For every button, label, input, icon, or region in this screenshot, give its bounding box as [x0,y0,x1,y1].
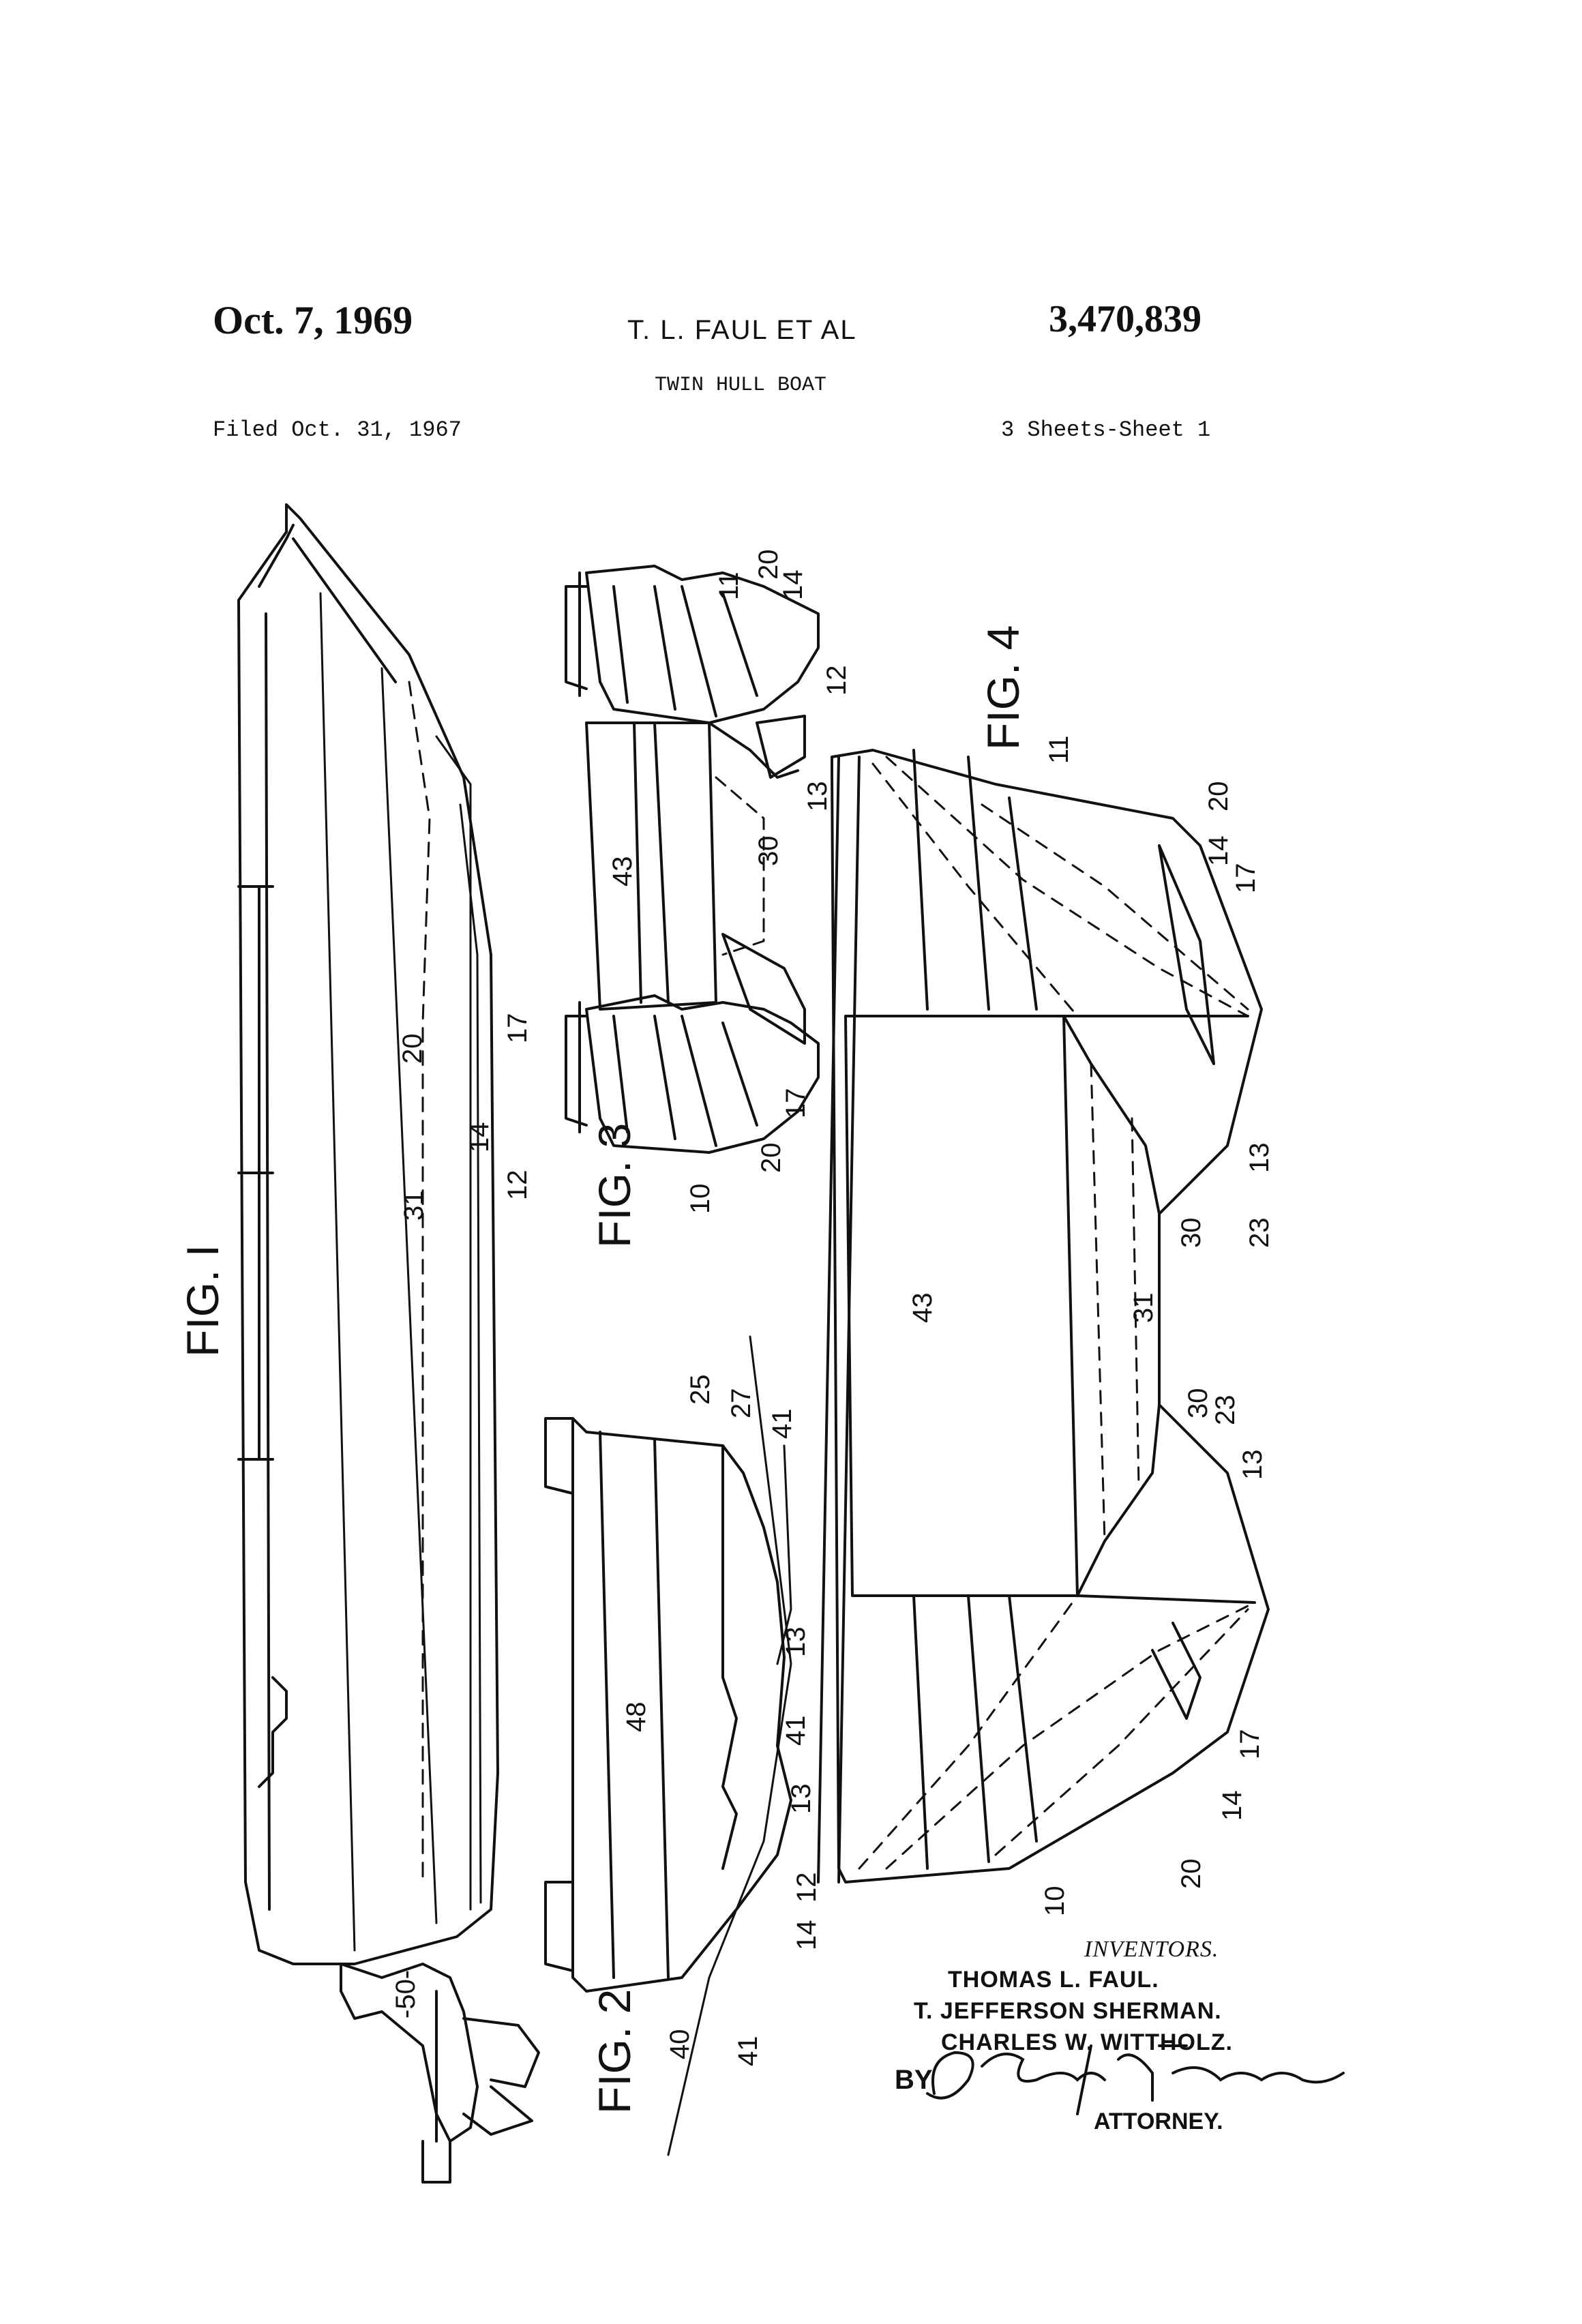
ref-20-fig4-bottom: 20 [1176,1859,1206,1890]
fig1-label: FIG. I [177,1245,228,1357]
ref-30-fig4-top: 30 [1176,1218,1206,1249]
ref-30-fig4-bottom: 30 [1183,1388,1213,1419]
ref-13-fig2-a: 13 [781,1627,811,1658]
ref-23-fig4-bottom: 23 [1210,1395,1240,1426]
attorney-signature-scrawl [927,2046,1343,2114]
attorney-label: ATTORNEY. [1094,2109,1223,2135]
ref-30-fig3: 30 [753,836,783,867]
ref-11-fig4: 11 [1044,735,1074,764]
ref-43-fig4: 43 [908,1293,938,1324]
ref-14-fig2: 14 [792,1920,822,1951]
inventor-name: THOMAS L. FAUL. [948,1967,1159,1993]
ref-12-fig1: 12 [503,1170,533,1201]
ref-50: -50- [391,1970,421,2018]
ref-41-fig2-mid: 41 [781,1716,811,1746]
fig3-label: FIG. 3 [589,1123,640,1248]
figure-labels: FIG. I FIG. 2 FIG. 3 FIG. 4 [177,625,1028,2114]
ref-17-fig1: 17 [503,1013,533,1044]
inventors-heading: INVENTORS. [1084,1937,1219,1963]
ref-14-fig4-top: 14 [1204,836,1234,867]
ref-11-fig3: 11 [714,571,744,600]
ref-27: 27 [726,1388,756,1419]
ref-23-fig4-top: 23 [1244,1218,1274,1249]
by-label: BY [895,2065,933,2096]
inventor-name: T. JEFFERSON SHERMAN. [914,1998,1222,2025]
ref-12-fig3: 12 [822,666,852,696]
ref-43-fig3: 43 [608,856,638,887]
ref-12-fig2: 12 [792,1873,822,1903]
ref-14-fig3: 14 [778,570,808,601]
ref-17-fig4-bottom: 17 [1235,1729,1265,1760]
ref-13-fig3: 13 [803,781,833,812]
ref-41-fig2-top: 41 [767,1409,797,1440]
ref-10-fig3: 10 [685,1184,715,1215]
ref-13-fig2-b: 13 [786,1784,816,1815]
ref-48: 48 [621,1702,651,1733]
ref-13-fig4-bottom: 13 [1238,1450,1268,1480]
ref-40: 40 [665,2029,695,2060]
ref-14-fig4-bottom: 14 [1217,1791,1247,1821]
fig1-boat-side-view [239,505,539,2182]
ref-20-fig4-top: 20 [1204,781,1234,812]
ref-13-fig4-top: 13 [1244,1143,1274,1174]
ref-17-fig3: 17 [781,1088,811,1119]
ref-14-fig1: 14 [464,1122,494,1153]
ref-31-fig4: 31 [1129,1293,1159,1324]
fig4-twin-hull-large-view [818,750,1268,1882]
ref-41-fig2-bottom: 41 [733,2036,763,2067]
fig2-label: FIG. 2 [589,1989,640,2114]
ref-17-fig4-top: 17 [1231,863,1261,894]
inventor-name: CHARLES W. WITTHOLZ. [941,2029,1233,2056]
ref-10-fig4: 10 [1040,1886,1070,1917]
ref-20-fig3-bottom: 20 [756,1143,786,1174]
ref-20-fig1: 20 [398,1034,428,1064]
ref-25: 25 [685,1375,715,1405]
ref-31-fig1: 31 [399,1191,429,1221]
fig4-label: FIG. 4 [978,625,1028,750]
